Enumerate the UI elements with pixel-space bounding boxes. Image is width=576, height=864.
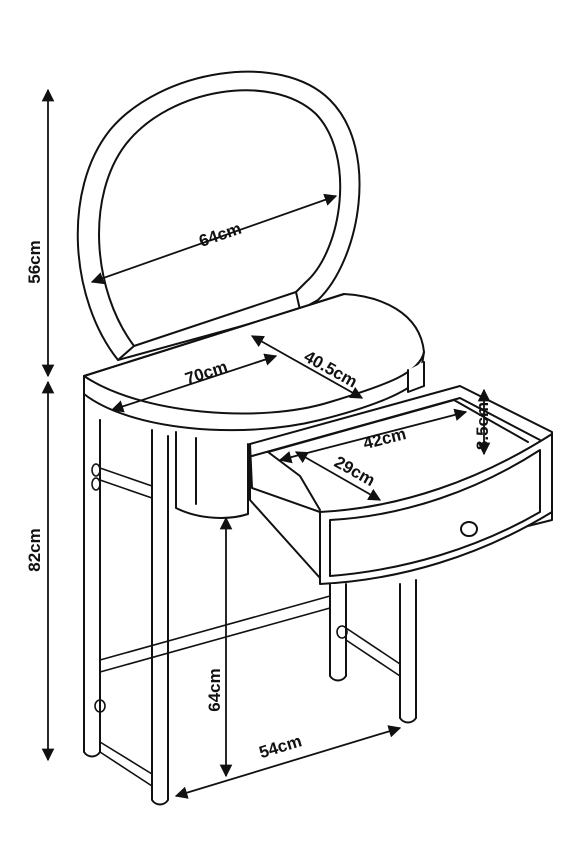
table-legs	[83, 361, 425, 806]
leg-span-dimension	[174, 725, 402, 799]
drawer-front	[319, 433, 553, 585]
knee-height-label: 64cm	[205, 668, 224, 711]
mirror-frame-outer	[76, 70, 361, 361]
table-height-label: 82cm	[25, 528, 44, 571]
leg-span-label: 54cm	[257, 731, 304, 762]
drawer-height-label: 8.5cm	[473, 402, 492, 450]
drawer-depth-dimension	[294, 451, 382, 501]
table-apron	[99, 419, 249, 519]
table-stretchers	[91, 463, 401, 787]
table-depth-dimension	[250, 335, 364, 399]
mirror-height-label: 56cm	[25, 240, 44, 283]
mirror-width-label: 64cm	[197, 219, 244, 251]
mirror-width-dimension	[90, 193, 338, 285]
table-width-dimension	[110, 353, 278, 413]
drawer-knob	[460, 521, 478, 537]
